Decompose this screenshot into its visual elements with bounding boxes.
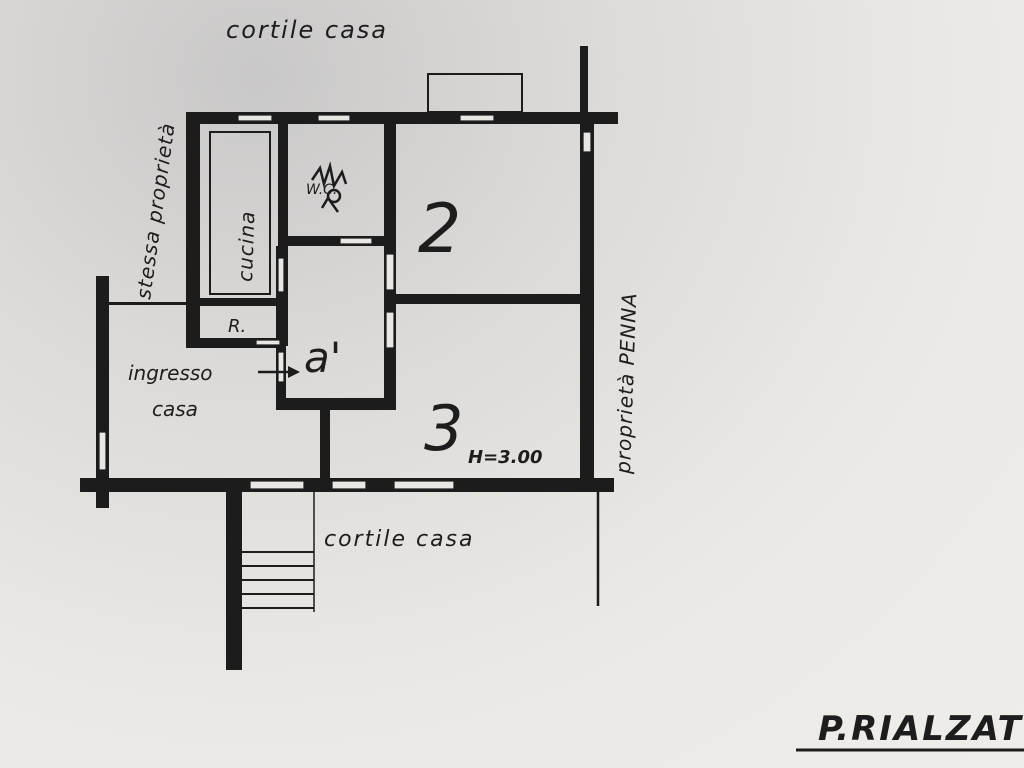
ceiling-height-label: H=3.00	[468, 447, 543, 468]
entrance-window	[98, 431, 107, 471]
entrance-casa-label: casa	[152, 397, 198, 421]
kitchen-counter	[209, 131, 271, 295]
same-property-label: stessa proprietà	[131, 121, 180, 301]
windows	[98, 114, 592, 490]
courtyard-top-label: cortile casa	[226, 16, 388, 44]
hall-west-wall	[276, 246, 286, 408]
stair-wall-left	[226, 488, 242, 670]
property-penna-label: proprietà PENNA	[611, 292, 641, 475]
hall-door-north	[339, 237, 373, 245]
room-3-label: 3	[424, 392, 463, 465]
kitchen-label: cucina	[233, 210, 259, 282]
room-2-label: 2	[418, 190, 461, 269]
kitchen-east-wall	[278, 124, 288, 346]
courtyard-bottom-label: cortile casa	[324, 527, 475, 552]
east-window	[582, 131, 592, 153]
bath-label: W.C.	[306, 182, 337, 198]
room3-window-right	[393, 480, 455, 490]
north-east-stub-wall	[580, 46, 588, 116]
room3-door	[385, 311, 395, 349]
room3-window-left	[331, 480, 367, 490]
pantry-door	[255, 339, 281, 346]
floor-title: P.RIALZATO	[818, 709, 1024, 749]
pantry-label: R.	[228, 316, 246, 337]
pantry-south-wall	[200, 338, 286, 348]
room2-window	[459, 114, 495, 122]
hall-entrance-door	[277, 351, 285, 383]
toilet-icon	[310, 161, 348, 213]
entrance-north-line	[106, 302, 200, 305]
north-balcony	[427, 73, 523, 113]
west-wall-upper	[186, 112, 200, 348]
kitchen-window	[237, 114, 273, 122]
hall-south-wall	[276, 398, 394, 410]
east-wall	[580, 112, 594, 492]
hall-room-label: a'	[304, 333, 341, 382]
pantry-north-wall	[200, 298, 286, 306]
room2-door	[385, 253, 395, 291]
room2-south-wall	[392, 294, 584, 304]
entrance-door-south	[249, 480, 305, 490]
bath-south-wall	[286, 236, 390, 246]
entrance-stairs	[242, 551, 314, 609]
outer-walls	[80, 46, 618, 670]
entrance-arrow	[258, 366, 300, 378]
bath-window	[317, 114, 351, 122]
kitchen-door	[277, 257, 285, 293]
north-wall	[186, 112, 618, 124]
west-wall-lower	[96, 276, 109, 508]
entrance-label: ingresso	[128, 361, 213, 385]
room3-west-wall	[320, 408, 330, 482]
